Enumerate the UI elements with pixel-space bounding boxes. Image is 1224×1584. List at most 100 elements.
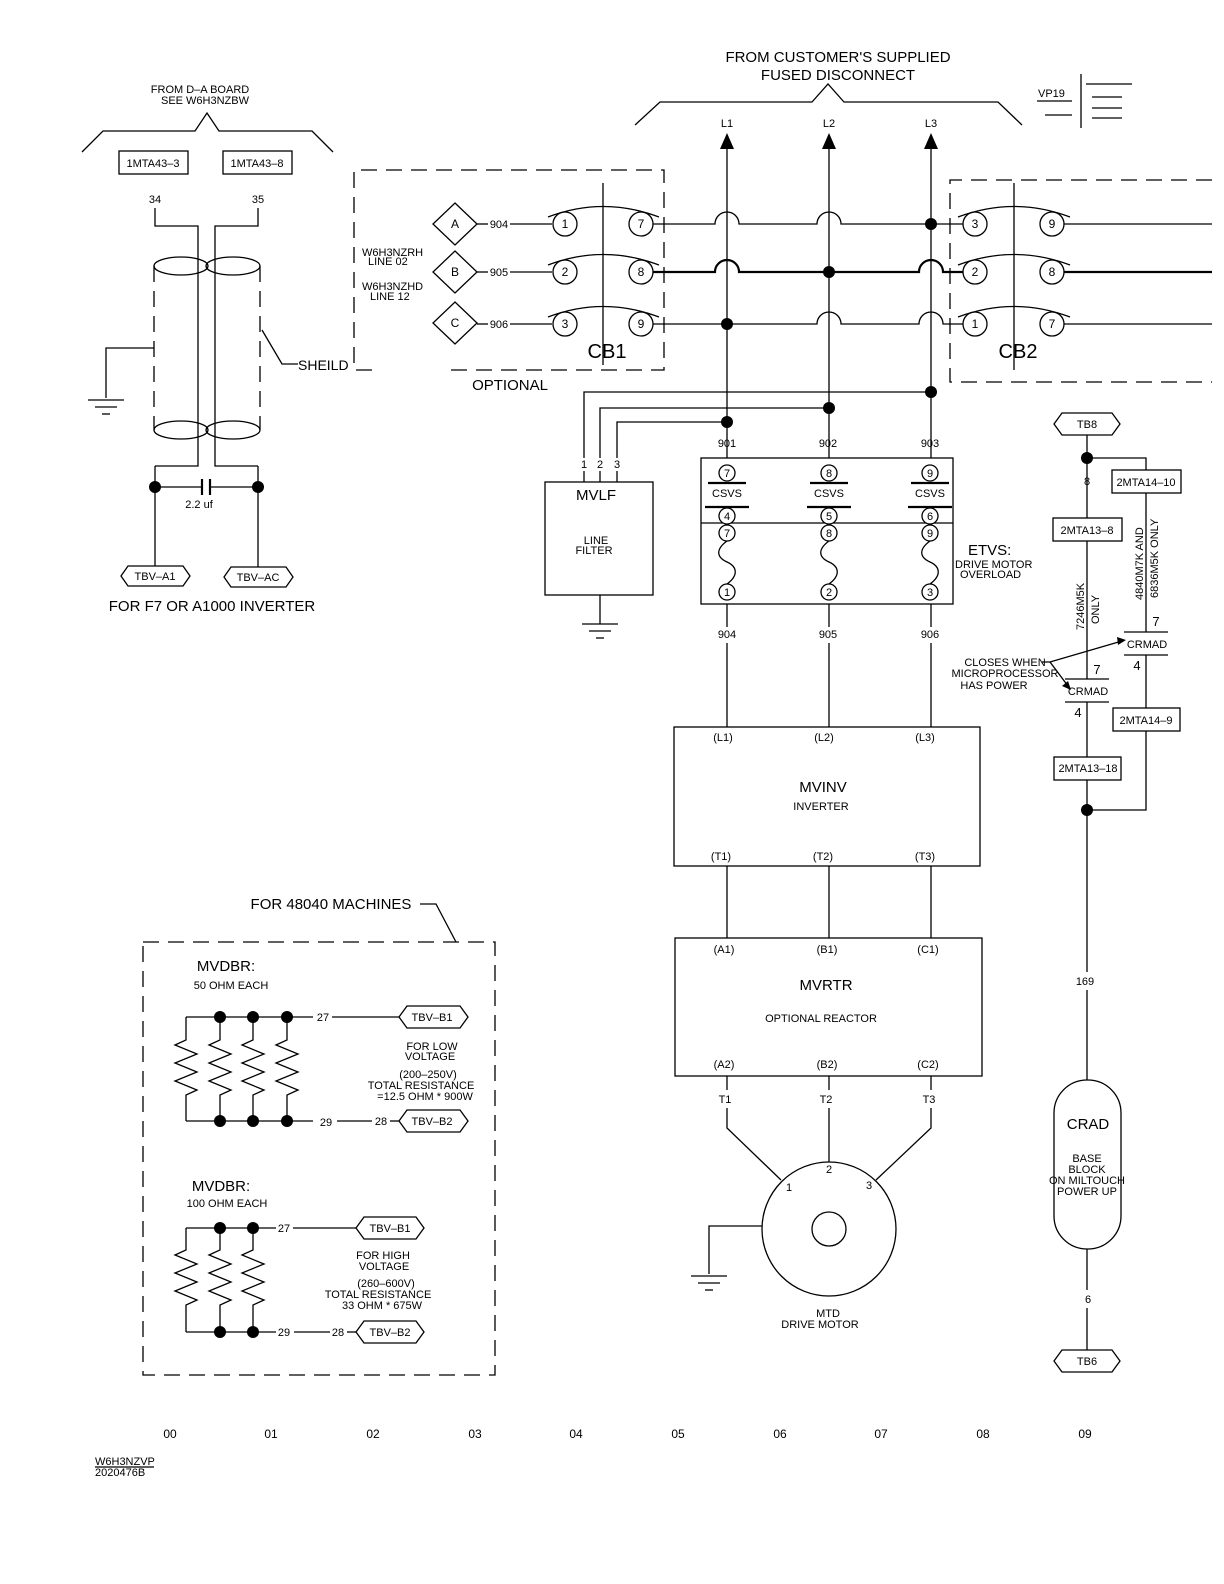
wire-34-label: 34	[149, 194, 161, 206]
cb1-optional-border	[353, 169, 665, 371]
mvdbr-high-title: MVDBR:	[192, 1178, 250, 1195]
inverter-note: FOR F7 OR A1000 INVERTER	[109, 598, 316, 615]
branch-to-2mta14-10	[1087, 457, 1147, 470]
mvlf-desc-line2: FILTER	[575, 545, 612, 557]
cb1-pole-3-label: 3	[562, 317, 569, 331]
terminal-2mta13-18-label: 2MTA13–18	[1058, 763, 1117, 775]
overload-pin-1	[718, 583, 736, 601]
input-a-label: A	[451, 217, 459, 231]
cb1-contact-arc	[547, 205, 660, 218]
junction-dot	[214, 1222, 226, 1234]
wire-903-label: 903	[921, 438, 939, 450]
crmad-pin-7: 7	[1152, 614, 1159, 629]
cb1-pole-9-label: 9	[638, 317, 645, 331]
overload-heater-icon	[718, 540, 736, 585]
cb1-ref1-line1: W6H3NZRH	[362, 247, 423, 259]
wire-29-label: 29	[278, 1327, 290, 1339]
tbv-ac-label: TBV–AC	[237, 572, 280, 584]
wire-6-label: 6	[1085, 1294, 1091, 1306]
high-note-line1: FOR HIGH	[356, 1250, 410, 1262]
overload-pin-2	[820, 583, 838, 601]
overload-pin-1-label: 1	[724, 587, 730, 599]
mvlf-box	[544, 481, 654, 596]
note-4840m7k: 4840M7K AND	[1134, 527, 1146, 600]
cb1-8-to-l2	[653, 258, 964, 274]
shield-leader	[261, 329, 298, 365]
cb2-optional-border	[949, 179, 1212, 383]
control-section: TB8 8 2MTA14–10 2MTA13–8 7246M5K ONLY 48…	[952, 412, 1182, 1373]
tbv-b1-terminal	[398, 1005, 469, 1029]
phase-l3-label: L3	[925, 118, 937, 130]
wire-t1-label: T1	[719, 1094, 732, 1106]
cb1-optional-label: OPTIONAL	[472, 377, 548, 394]
tbv-ac-terminal	[223, 566, 294, 588]
grid-column-label: 06	[773, 1427, 787, 1441]
motor-shaft-icon	[811, 1211, 847, 1247]
leader-arrow-icon	[1117, 637, 1126, 645]
wire-904-out-label: 904	[718, 629, 736, 641]
cb2-label: CB2	[999, 341, 1038, 363]
mvinv-output-t2: (T2)	[813, 851, 833, 863]
braking-section: FOR 48040 MACHINES MVDBR: 50 OHM EACH 27…	[142, 896, 496, 1376]
grid-column-label: 07	[874, 1427, 888, 1441]
motor-pin-2: 2	[826, 1164, 832, 1176]
cb2-pole-7-label: 7	[1049, 317, 1056, 331]
junction-dot	[214, 1115, 226, 1127]
junction-dot	[925, 218, 937, 230]
cb2-contact-arc	[957, 253, 1071, 266]
cb1-section: W6H3NZRH LINE 02 W6H3NZHD LINE 12 OPTION…	[353, 169, 665, 394]
cb2-pole-1-label: 1	[972, 317, 979, 331]
csvs-pin-5-label: 5	[826, 511, 832, 523]
cb2-pole-2-label: 2	[972, 265, 979, 279]
ground-icon	[691, 1275, 727, 1291]
motor-pin-1: 1	[786, 1182, 792, 1194]
csvs-pin-7	[718, 464, 736, 482]
grid-column-label: 08	[976, 1427, 990, 1441]
supply-title-line1: FROM CUSTOMER'S SUPPLIED	[725, 49, 950, 66]
mvlf-name: MVLF	[576, 487, 616, 504]
wire-t2-label: T2	[820, 1094, 833, 1106]
resistor-icon	[240, 1017, 266, 1121]
high-note-line5: 33 OHM * 675W	[342, 1300, 423, 1312]
cb2-pole-9-label: 9	[1049, 217, 1056, 231]
grid-column-labels: 00 01 02 03 04 05 06 07 08 09	[163, 1427, 1092, 1441]
resistor-icon	[274, 1017, 300, 1121]
capacitor-label: 2.2 uf	[185, 499, 213, 511]
wire-27-label: 27	[317, 1012, 329, 1024]
input-a-terminal	[432, 202, 478, 246]
tb6-terminal	[1053, 1349, 1121, 1373]
grid-column-label: 05	[671, 1427, 685, 1441]
junction-dot	[925, 386, 937, 398]
shield-cylinder-top	[153, 256, 209, 276]
terminal-1mta43-8	[222, 150, 293, 175]
cb2-section: CB2 3 2 1 9 8 7	[949, 179, 1212, 383]
terminal-1mta43-8-label: 1MTA43–8	[231, 158, 284, 170]
closes-note-leader	[1049, 661, 1069, 687]
csvs-l2: 8 CSVS 5	[807, 464, 851, 525]
wire-t3-label: T3	[923, 1094, 936, 1106]
cb1-7-to-l3	[653, 211, 964, 225]
cb1-contact-arc	[547, 253, 660, 266]
terminal-2mta14-10-label: 2MTA14–10	[1116, 477, 1175, 489]
junction-dot	[823, 266, 835, 278]
crmad-pin-7: 7	[1093, 662, 1100, 677]
wire-901-label: 901	[718, 438, 736, 450]
csvs-label: CSVS	[814, 488, 844, 500]
cb2-pole-8-label: 8	[1049, 265, 1056, 279]
junction-dot	[721, 416, 733, 428]
terminal-2mta14-9-label: 2MTA14–9	[1120, 715, 1173, 727]
mvinv-output-t3: (T3)	[915, 851, 935, 863]
mvinv-box	[673, 726, 981, 867]
tbv-b2-terminal	[398, 1109, 469, 1133]
overload-pin-7-label: 7	[724, 528, 730, 540]
high-note-line4: TOTAL RESISTANCE	[325, 1289, 432, 1301]
etvs-section: 901 902 903 7 CSVS 4 8 CSVS 5 9 CSVS	[700, 438, 1032, 727]
ground-icon	[88, 399, 124, 415]
motor-lead-t1	[726, 1108, 782, 1181]
mvrtr-box	[674, 937, 983, 1077]
mvdbr-low-each: 50 OHM EACH	[194, 980, 269, 992]
mvrtr-output-a2: (A2)	[714, 1059, 735, 1071]
csvs-pin-4-label: 4	[724, 511, 730, 523]
junction-dot	[823, 402, 835, 414]
grid-column-label: 01	[264, 1427, 278, 1441]
